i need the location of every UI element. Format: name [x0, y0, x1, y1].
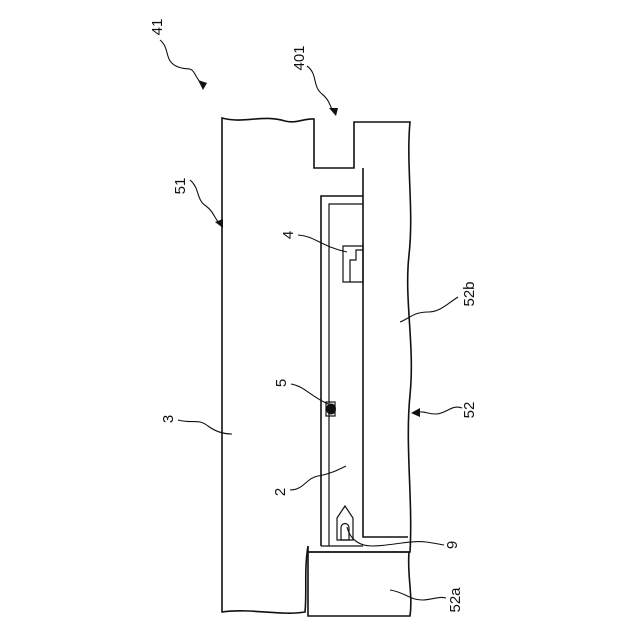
leader-401-arrow [329, 108, 338, 116]
label-52a: 52a [447, 587, 464, 613]
label-9: 9 [444, 541, 461, 549]
leader-52-arrow [411, 408, 420, 417]
label-51: 51 [172, 178, 189, 195]
label-52: 52 [461, 402, 478, 419]
leader-401 [307, 66, 334, 112]
plate-2-outline [329, 204, 363, 546]
cavity-outline [321, 196, 363, 546]
label-52b: 52b [461, 281, 478, 306]
label-41: 41 [149, 19, 166, 36]
member-52-inner-edge [363, 168, 408, 537]
leader-41 [160, 40, 203, 87]
component-9-inner [341, 524, 349, 541]
leader-51 [190, 180, 220, 224]
leader-52a [390, 590, 446, 600]
label-401: 401 [291, 45, 308, 70]
member-51-outline [222, 118, 411, 613]
leader-41-arrow [198, 80, 207, 90]
label-4: 4 [280, 231, 297, 239]
label-2: 2 [272, 488, 289, 496]
label-3: 3 [160, 415, 177, 423]
block-52a [308, 552, 411, 616]
leader-51-arrow [215, 219, 223, 228]
leader-4 [298, 235, 347, 252]
component-4-step [350, 250, 363, 282]
leader-5 [291, 384, 328, 404]
label-5: 5 [273, 379, 290, 387]
leader-3 [178, 420, 232, 434]
leader-2 [290, 466, 346, 490]
leader-52 [416, 407, 462, 414]
